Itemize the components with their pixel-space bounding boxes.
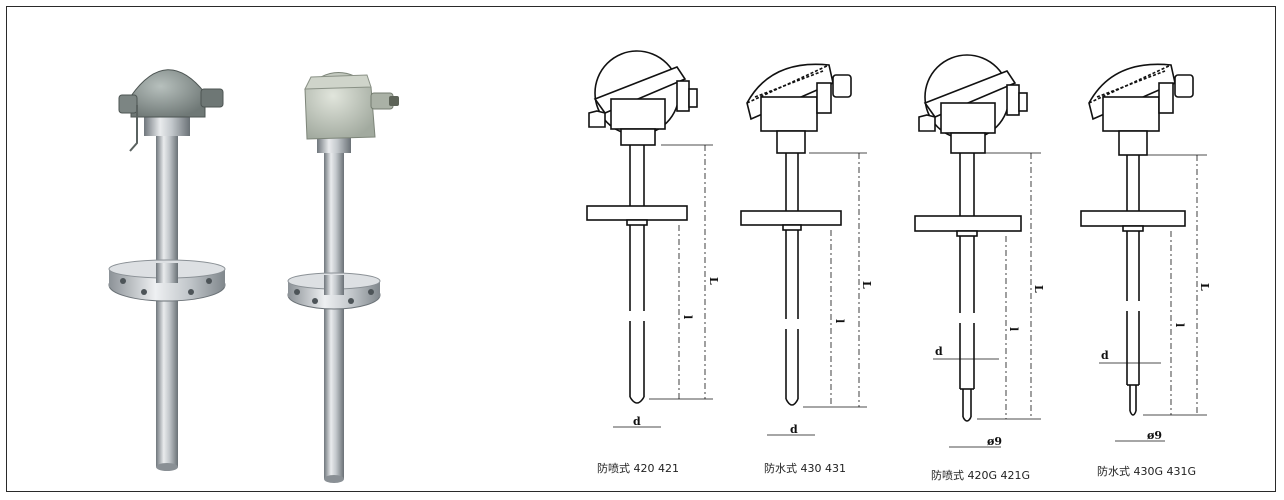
- diagram-420G-labels: L l d ø9 防喷式 420G 421G: [931, 285, 1045, 482]
- caption-420: 防喷式 420 421: [597, 461, 679, 475]
- diagram-430G-labels: L l d ø9 防水式 430G 431G: [1097, 283, 1211, 478]
- dim-d-2: d: [790, 423, 798, 436]
- diagram-420G: [914, 54, 1041, 448]
- dim-phi-4: ø9: [1147, 429, 1162, 442]
- dim-L-4: L: [1198, 283, 1211, 291]
- dim-L-2: L: [860, 281, 873, 289]
- figure-canvas: L l d 防喷式 420 421 L l d 防水式 430 431: [108, 50, 1211, 483]
- figure-frame: L l d 防喷式 420 421 L l d 防水式 430 431: [6, 6, 1276, 492]
- diagram-420: [586, 50, 713, 428]
- diagram-420-labels: L l d 防喷式 420 421: [597, 277, 720, 475]
- diagram-430-labels: L l d 防水式 430 431: [764, 281, 873, 475]
- dim-l-1: l: [681, 315, 694, 319]
- caption-420G: 防喷式 420G 421G: [931, 468, 1030, 482]
- dim-L-1: L: [707, 277, 720, 285]
- dim-l-3: l: [1007, 327, 1020, 331]
- dim-l-4: l: [1173, 323, 1186, 327]
- dim-d-4: d: [1101, 349, 1109, 362]
- photo-thermocouple-1: [108, 69, 226, 471]
- caption-430G: 防水式 430G 431G: [1097, 464, 1196, 478]
- dim-d-3: d: [935, 345, 943, 358]
- photo-thermocouple-2: [287, 72, 399, 483]
- dim-L-3: L: [1032, 285, 1045, 293]
- dim-l-2: l: [833, 319, 846, 323]
- diagram-430: [740, 63, 867, 436]
- dim-phi-3: ø9: [987, 435, 1002, 448]
- caption-430: 防水式 430 431: [764, 461, 846, 475]
- dim-d-1: d: [633, 415, 641, 428]
- diagram-430G: [1080, 63, 1207, 442]
